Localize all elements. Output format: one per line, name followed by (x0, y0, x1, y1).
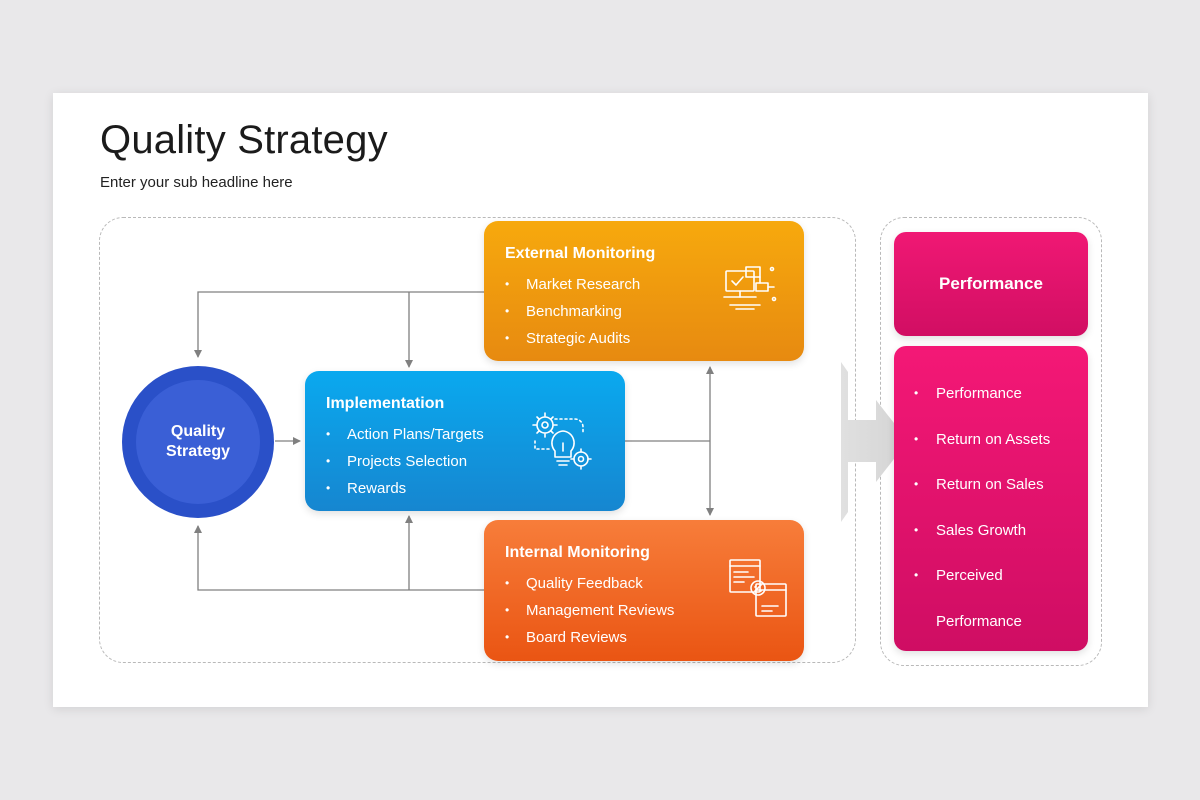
page-title: Quality Strategy (100, 118, 388, 162)
list-item: Return on Assets (914, 417, 1050, 463)
performance-list: Performance Return on Assets Return on S… (914, 371, 1050, 644)
external-monitoring-list: Market Research Benchmarking Strategic A… (505, 271, 640, 352)
list-item: Strategic Audits (505, 325, 640, 352)
external-monitoring-title: External Monitoring (505, 245, 656, 262)
list-item: Sales Growth (914, 508, 1050, 554)
implementation-box: Implementation Action Plans/Targets Proj… (305, 371, 625, 511)
list-item: Action Plans/Targets (326, 421, 484, 448)
quality-strategy-circle-inner: Quality Strategy (136, 380, 260, 504)
list-item: Projects Selection (326, 448, 484, 475)
internal-monitoring-title: Internal Monitoring (505, 544, 650, 561)
monitoring-dashboard-icon (723, 266, 777, 310)
page-subtitle: Enter your sub headline here (100, 174, 293, 191)
lightbulb-gears-icon (532, 412, 592, 470)
performance-header: Performance (894, 232, 1088, 336)
connector-top-to-circle (194, 291, 484, 358)
list-item: Performance (914, 371, 1050, 417)
implementation-list: Action Plans/Targets Projects Selection … (326, 421, 484, 502)
list-item: Benchmarking (505, 298, 640, 325)
connector-bottom-to-circle (194, 525, 484, 591)
internal-monitoring-list: Quality Feedback Management Reviews Boar… (505, 570, 674, 651)
list-item: Market Research (505, 271, 640, 298)
quality-strategy-label: Quality Strategy (165, 423, 231, 460)
implementation-title: Implementation (326, 395, 445, 412)
flow-arrow-to-performance (841, 362, 908, 522)
list-item: Return on Sales (914, 462, 1050, 508)
list-item: Management Reviews (505, 597, 674, 624)
external-monitoring-box: External Monitoring Market Research Benc… (484, 221, 804, 361)
list-item: Board Reviews (505, 624, 674, 651)
list-item: Perceived (914, 553, 1050, 599)
performance-title: Performance (939, 274, 1043, 293)
quality-strategy-circle: Quality Strategy (122, 366, 274, 518)
list-item: Performance (936, 612, 1022, 630)
list-item: Rewards (326, 475, 484, 502)
performance-list-box: Performance Return on Assets Return on S… (894, 346, 1088, 651)
document-review-icon (729, 559, 787, 617)
internal-monitoring-box: Internal Monitoring Quality Feedback Man… (484, 520, 804, 661)
list-item: Quality Feedback (505, 570, 674, 597)
